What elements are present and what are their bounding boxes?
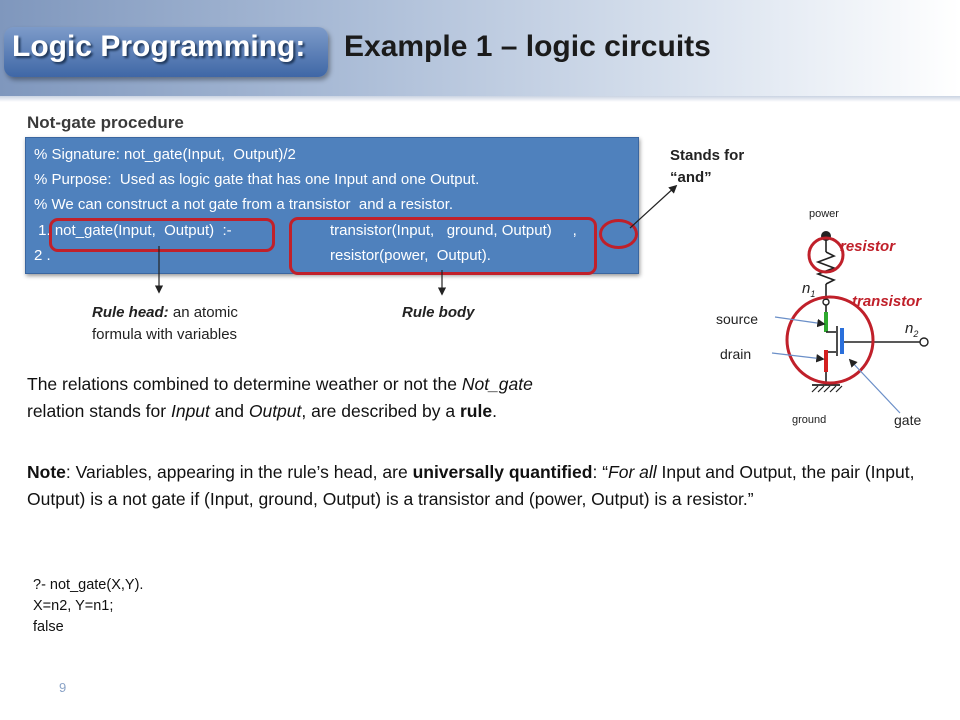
para1-and: and <box>209 401 249 421</box>
code-line-resistor-goal: resistor(power, Output). <box>330 247 491 264</box>
para1-rule: rule <box>459 401 493 421</box>
ground-label: ground <box>792 414 827 426</box>
rule-body-label: Rule body <box>402 304 475 321</box>
para1-text-3: , are described by a <box>301 401 460 421</box>
para1-output: Output <box>248 401 302 421</box>
code-line-purpose: % Purpose: Used as logic gate that has o… <box>34 171 480 188</box>
procedure-heading: Not-gate procedure <box>27 113 184 132</box>
title-banner-shadow <box>0 96 960 102</box>
note-text-1: : Variables, appearing in the rule’s hea… <box>65 462 413 482</box>
node-n2-label: n2 <box>905 320 919 339</box>
para1-not-gate: Not_gate <box>461 374 533 394</box>
query-line-3: false <box>33 619 64 635</box>
code-line-rule-head: 1. not_gate(Input, Output) :- <box>34 222 232 239</box>
note-label: Note <box>27 462 66 482</box>
query-line-1: ?- not_gate(X,Y). <box>33 577 144 593</box>
resistor-label: resistor <box>840 238 896 255</box>
stands-for-label: Stands for “and” <box>670 145 744 189</box>
code-line-number-2: 2 . <box>34 247 51 264</box>
section-tab-title: Logic Programming: <box>12 30 306 63</box>
query-line-2: X=n2, Y=n1; <box>33 598 114 614</box>
note-for-all: For all <box>608 462 657 482</box>
rule-description-paragraph: The relations combined to determine weat… <box>27 371 707 425</box>
rule-head-desc-2: formula with variables <box>92 326 238 343</box>
para1-input: Input <box>170 401 210 421</box>
page-number: 9 <box>59 680 67 695</box>
source-label: source <box>716 311 759 327</box>
gate-label: gate <box>894 412 922 428</box>
rule-body-highlight <box>289 217 597 275</box>
note-paragraph: Note: Variables, appearing in the rule’s… <box>27 459 932 513</box>
and-text: “and” <box>670 169 712 186</box>
drain-label: drain <box>720 346 752 362</box>
rule-head-label: Rule head: an atomic formula with variab… <box>92 302 238 346</box>
stands-for-text: Stands for <box>670 147 745 164</box>
node-n1-label: n1 <box>802 280 816 299</box>
note-text-2: : “ <box>592 462 609 482</box>
transistor-label: transistor <box>852 293 922 310</box>
note-text-3: Input and Output, the pair (Input, Outpu… <box>27 462 915 509</box>
para1-end: . <box>492 401 497 421</box>
rule-head-term: Rule head: <box>92 304 169 321</box>
section-tab <box>4 27 328 77</box>
not-gate-circuit-diagram <box>771 231 929 414</box>
para1-text-1: The relations combined to determine weat… <box>27 374 462 394</box>
para1-text-2: relation stands for <box>27 401 171 421</box>
note-universally-quantified: universally quantified <box>412 462 593 482</box>
comma-highlight <box>599 219 638 249</box>
power-label: power <box>809 208 839 220</box>
code-line-construct: % We can construct a not gate from a tra… <box>34 196 454 213</box>
rule-head-highlight <box>49 218 275 252</box>
code-line-signature: % Signature: not_gate(Input, Output)/2 <box>34 146 296 163</box>
code-line-transistor-goal: transistor(Input, ground, Output) , <box>330 222 577 239</box>
rule-head-desc: an atomic <box>168 304 238 321</box>
slide-title: Example 1 – logic circuits <box>344 30 711 63</box>
query-block: ?- not_gate(X,Y). X=n2, Y=n1; false <box>33 575 143 638</box>
